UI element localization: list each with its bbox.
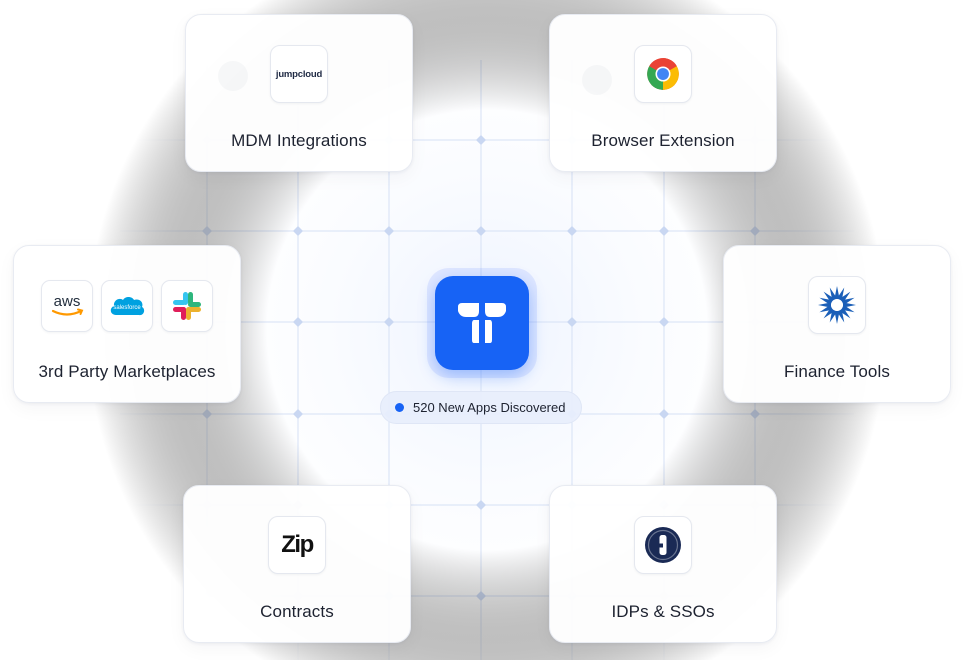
jumpcloud-logo-tile: jumpcloud bbox=[270, 45, 328, 103]
aws-logo-icon: aws bbox=[51, 293, 84, 316]
burst-petal bbox=[839, 307, 851, 319]
slack-logo-tile bbox=[161, 280, 213, 332]
jumpcloud-logo: jumpcloud bbox=[275, 68, 323, 80]
burst-petal bbox=[834, 311, 840, 324]
aws-logo-tile: aws bbox=[41, 280, 93, 332]
burst-petal bbox=[843, 302, 856, 308]
burst-petal bbox=[818, 302, 831, 308]
card-finance-label: Finance Tools bbox=[784, 362, 890, 381]
salesforce-logo-tile: salesforce bbox=[101, 280, 153, 332]
card-finance-tools[interactable]: Finance Tools bbox=[723, 245, 951, 403]
salesforce-logo-text: salesforce bbox=[113, 305, 141, 311]
card-marketplaces-label: 3rd Party Marketplaces bbox=[38, 362, 216, 381]
burst-petal bbox=[823, 291, 835, 303]
chrome-logo-tile bbox=[634, 45, 692, 103]
card-contracts[interactable]: Zip Contracts bbox=[183, 485, 411, 643]
aws-logo-text: aws bbox=[54, 293, 81, 310]
slack-logo-icon bbox=[173, 292, 201, 320]
salesforce-logo-icon: salesforce bbox=[110, 297, 145, 316]
1password-logo-icon bbox=[645, 527, 681, 563]
card-3rd-party-marketplaces[interactable]: aws salesforce bbox=[13, 245, 241, 403]
1password-logo-tile bbox=[634, 516, 692, 574]
burst-petal bbox=[841, 304, 855, 313]
hub-logo-tile[interactable] bbox=[435, 276, 529, 370]
faint-background-icon bbox=[582, 65, 612, 95]
burst-petal bbox=[839, 291, 851, 303]
card-idps-ssos[interactable]: IDPs & SSOs bbox=[549, 485, 777, 643]
card-contracts-label: Contracts bbox=[260, 602, 334, 621]
finance-logo-tile bbox=[808, 276, 866, 334]
card-mdm-label: MDM Integrations bbox=[231, 131, 367, 150]
burst-petal bbox=[829, 309, 838, 323]
card-browser-label: Browser Extension bbox=[591, 131, 735, 150]
card-browser-extension[interactable]: Browser Extension bbox=[549, 14, 777, 172]
zip-logo: Zip bbox=[281, 531, 314, 558]
hub-logo-icon bbox=[458, 303, 506, 343]
card-idps-label: IDPs & SSOs bbox=[611, 602, 715, 621]
burst-petal bbox=[829, 287, 838, 301]
faint-background-icon bbox=[218, 61, 248, 91]
discovery-status-pill: 520 New Apps Discovered bbox=[380, 391, 582, 424]
discovery-status-text: 520 New Apps Discovered bbox=[413, 400, 566, 415]
burst-petal bbox=[823, 307, 835, 319]
burst-petal bbox=[834, 286, 840, 299]
finance-burst-logo-icon bbox=[818, 286, 856, 324]
zip-logo-tile: Zip bbox=[268, 516, 326, 574]
burst-petal bbox=[836, 287, 845, 301]
burst-petal bbox=[819, 297, 833, 306]
chrome-logo-icon bbox=[647, 58, 679, 90]
status-dot bbox=[395, 403, 404, 412]
card-mdm-integrations[interactable]: jumpcloud MDM Integrations bbox=[185, 14, 413, 172]
